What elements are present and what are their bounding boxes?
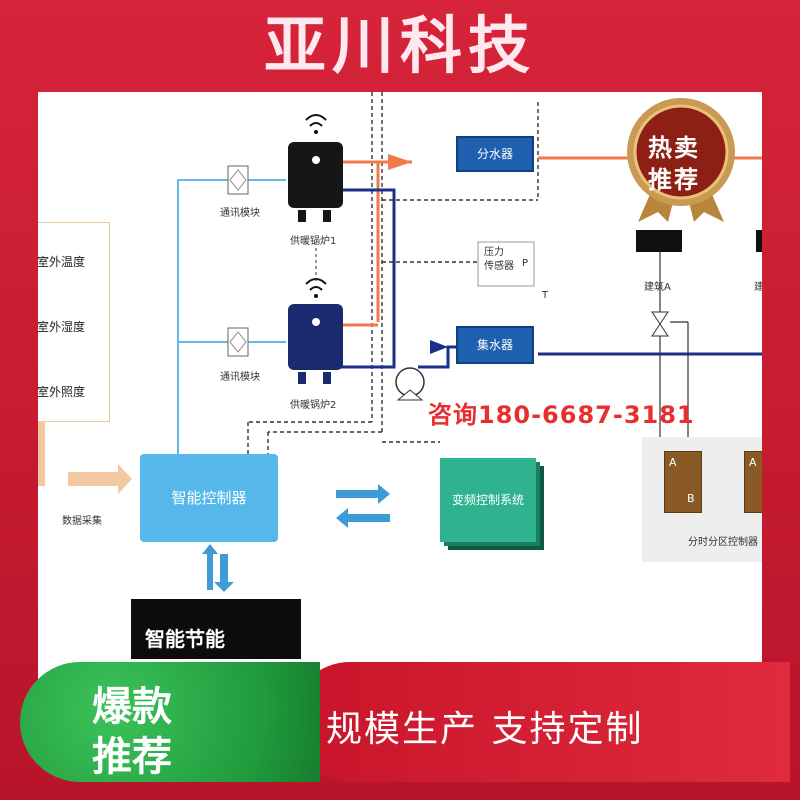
zone-switch-1: A B xyxy=(664,451,702,513)
badge-line-2: 推荐 xyxy=(648,166,700,194)
comm-module-icon xyxy=(227,327,249,357)
flow-arrow-icon xyxy=(388,154,412,170)
pressure-p-label: P xyxy=(522,258,529,269)
data-arrow-icon xyxy=(68,464,132,494)
boiler-2-icon xyxy=(288,304,343,370)
comm-line xyxy=(177,179,228,454)
pressure-sensor-box xyxy=(477,241,535,287)
temp-t-label: T xyxy=(542,290,549,301)
comm-module-icon xyxy=(229,169,247,191)
banner-right-text: 规模生产 支持定制 xyxy=(326,709,644,750)
wifi-icon xyxy=(305,114,327,121)
banner-left-line-1: 爆款 xyxy=(92,684,172,730)
building-b-label: 建筑 xyxy=(754,282,762,293)
zone-controller-area: A B A B 分时分区控制器 xyxy=(642,437,762,562)
banner-right: 规模生产 支持定制 xyxy=(290,662,790,782)
hot-sale-badge xyxy=(627,98,735,222)
zone-switch-2: A B xyxy=(744,451,762,513)
banner-left-line-2: 推荐 xyxy=(92,734,172,780)
sensor-outdoor-humidity: 室外湿度 xyxy=(38,320,86,334)
return-manifold: 集水器 xyxy=(456,326,534,364)
consult-phone: 咨询180-6687-3181 xyxy=(428,401,695,429)
boiler-dial-icon xyxy=(312,318,320,326)
sensor-outdoor-light: 室外照度 xyxy=(38,385,86,399)
badge-line-1: 热卖 xyxy=(648,134,700,162)
data-collection-label: 数据采集 xyxy=(62,516,102,527)
brand-title: 亚川科技 xyxy=(263,9,536,82)
return-pipe xyxy=(338,188,396,369)
valve-icon xyxy=(651,311,669,325)
pressure-sensor-label: 压力 传感器 xyxy=(484,247,514,272)
comm-module-2-label: 通讯模块 xyxy=(220,372,260,383)
smart-controller: 智能控制器 xyxy=(140,454,278,542)
sensor-outdoor-temp: 室外温度 xyxy=(38,255,86,269)
boiler-dial-icon xyxy=(312,156,320,164)
diagram-panel: 室外温度 室外湿度 室外照度 通讯模块 通讯模块 供暖锅炉1 供暖锅炉2 分水器… xyxy=(38,92,762,732)
flow-arrow-icon xyxy=(430,340,448,354)
valve-icon xyxy=(651,323,669,337)
radiator-icon xyxy=(636,230,682,252)
boiler-2-label: 供暖锅炉2 xyxy=(290,400,337,411)
banner-left: 爆款 推荐 xyxy=(20,662,320,782)
vfd-control-system: 变频控制系统 xyxy=(440,458,536,542)
comm-module-icon xyxy=(227,165,249,195)
zone-controller-label: 分时分区控制器 xyxy=(688,537,758,548)
updown-arrow-icon xyxy=(214,554,234,592)
boiler-1-label: 供暖锅炉1 xyxy=(290,236,337,247)
sensor-panel: 室外温度 室外湿度 室外照度 xyxy=(38,222,110,422)
supply-manifold: 分水器 xyxy=(456,136,534,172)
exchange-arrow-icon xyxy=(336,508,390,528)
radiator-icon xyxy=(756,230,762,252)
boiler-1-icon xyxy=(288,142,343,208)
building-a-label: 建筑A xyxy=(644,282,671,293)
exchange-arrow-icon xyxy=(336,484,390,504)
comm-module-1-label: 通讯模块 xyxy=(220,208,260,219)
comm-module-icon xyxy=(229,331,247,353)
pump-base-icon xyxy=(396,389,424,401)
energy-saving-banner: 智能节能 xyxy=(131,599,301,659)
updown-arrow-icon xyxy=(202,544,218,590)
